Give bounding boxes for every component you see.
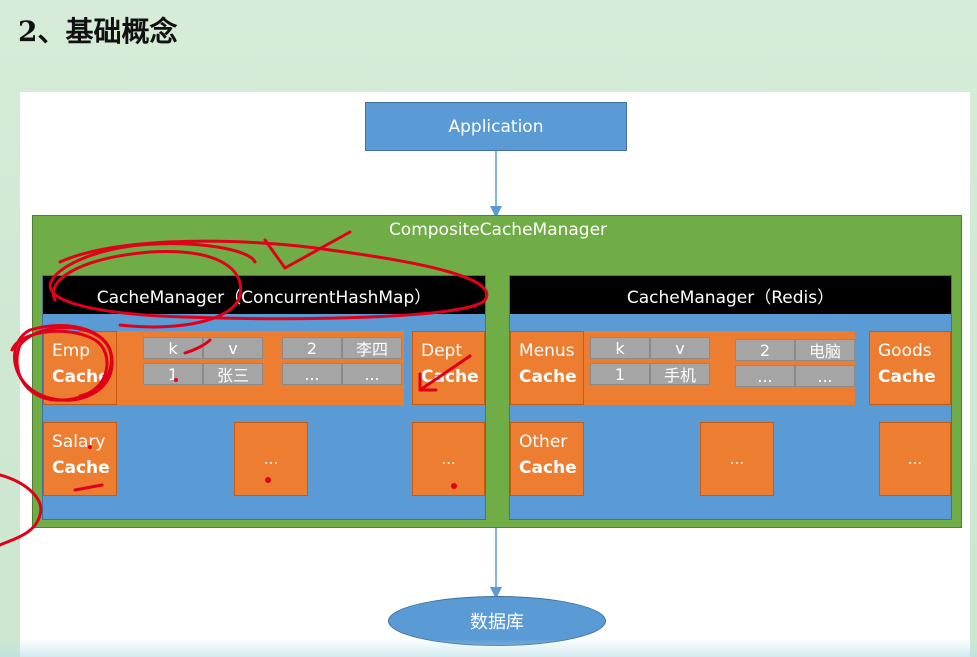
kv-key-2: 2 bbox=[735, 339, 795, 361]
bottom-wave-decoration bbox=[0, 639, 977, 657]
kv-key-1: 1 bbox=[590, 363, 650, 385]
kv-key-header: k bbox=[590, 337, 650, 359]
salary-cache: Salary Cache bbox=[43, 422, 117, 496]
left-kv-panel: k v 1 张三 2 李四 ... ... bbox=[117, 331, 404, 405]
left-more-cache-2: ... bbox=[412, 422, 485, 496]
application-box: Application bbox=[365, 102, 627, 151]
kv-value-header: v bbox=[203, 337, 263, 359]
right-more-cache-2: ... bbox=[879, 422, 951, 496]
kv-value-2: 电脑 bbox=[795, 339, 855, 361]
other-cache: Other Cache bbox=[510, 422, 584, 496]
right-more-cache-1: ... bbox=[700, 422, 774, 496]
kv-value-1: 张三 bbox=[203, 363, 263, 385]
kv-value-2: 李四 bbox=[342, 337, 402, 359]
right-cache-manager: CacheManager（Redis） Menus Cache k v 1 手机… bbox=[509, 275, 952, 520]
goods-cache: Goods Cache bbox=[869, 331, 951, 405]
kv-value-header: v bbox=[650, 337, 710, 359]
menus-cache: Menus Cache bbox=[510, 331, 584, 405]
left-cache-manager: CacheManager（ConcurrentHashMap） Emp Cach… bbox=[42, 275, 486, 520]
connector-arrows bbox=[490, 151, 502, 599]
left-manager-title: CacheManager（ConcurrentHashMap） bbox=[43, 276, 485, 314]
slide-title: 2、基础概念 bbox=[18, 15, 178, 48]
right-kv-panel: k v 1 手机 2 电脑 ... ... bbox=[584, 331, 855, 405]
kv-key-2: 2 bbox=[282, 337, 342, 359]
composite-label: CompositeCacheManager bbox=[388, 220, 608, 240]
composite-cache-manager: CompositeCacheManager CacheManager（Concu… bbox=[32, 215, 962, 528]
database-ellipse: 数据库 bbox=[388, 596, 606, 646]
kv-key-1: 1 bbox=[143, 363, 203, 385]
kv-key-header: k bbox=[143, 337, 203, 359]
kv-ellipsis-value: ... bbox=[795, 365, 855, 387]
left-more-cache-1: ... bbox=[234, 422, 308, 496]
right-manager-title: CacheManager（Redis） bbox=[510, 276, 951, 314]
kv-value-1: 手机 bbox=[650, 363, 710, 385]
kv-ellipsis-key: ... bbox=[735, 365, 795, 387]
dept-cache: Dept Cache bbox=[412, 331, 485, 405]
kv-ellipsis-value: ... bbox=[342, 363, 402, 385]
diagram-canvas: Application CompositeCacheManager CacheM… bbox=[20, 92, 970, 657]
emp-cache: Emp Cache bbox=[43, 331, 117, 405]
kv-ellipsis-key: ... bbox=[282, 363, 342, 385]
